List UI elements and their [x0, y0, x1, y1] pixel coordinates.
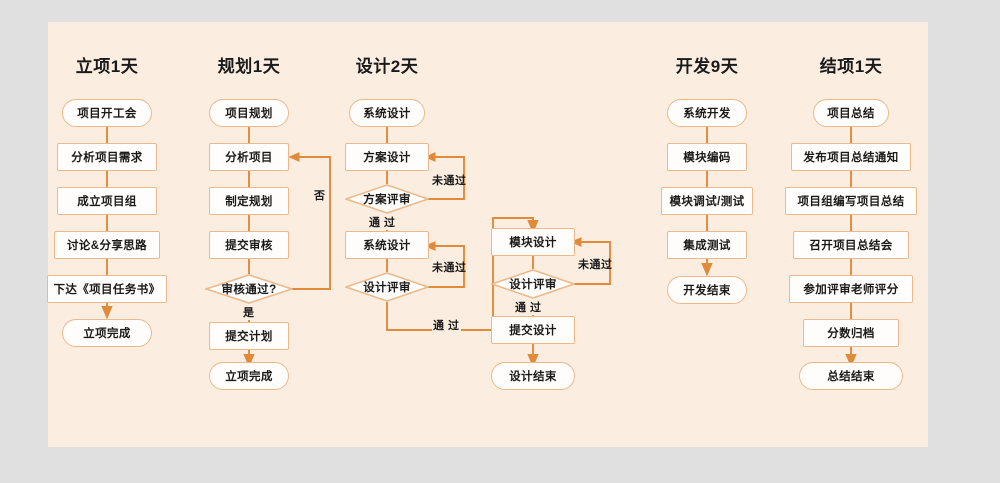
diamond-shape	[205, 274, 293, 304]
diamond-shape	[491, 269, 575, 299]
edge-label-fail-design-left: 未通过	[432, 262, 467, 274]
node-discuss-share-ideas[interactable]: 讨论&分享思路	[54, 231, 160, 259]
node-planning-complete[interactable]: 立项完成	[209, 362, 289, 390]
node-summary-end[interactable]: 总结结束	[799, 362, 903, 390]
node-project-planning[interactable]: 项目规划	[209, 99, 289, 127]
node-team-write-summary[interactable]: 项目组编写项目总结	[785, 187, 917, 215]
node-module-coding[interactable]: 模块编码	[667, 143, 747, 171]
node-integration-test[interactable]: 集成测试	[667, 231, 747, 259]
column-title-development: 开发9天	[675, 57, 739, 76]
diamond-shape	[345, 184, 429, 214]
column-title-initiation: 立项1天	[75, 57, 139, 76]
node-analyze-requirements[interactable]: 分析项目需求	[57, 143, 157, 171]
decision-label: 审核通过?	[221, 284, 277, 296]
node-hold-summary-meeting[interactable]: 召开项目总结会	[793, 231, 909, 259]
node-initiation-complete[interactable]: 立项完成	[62, 319, 152, 347]
decision-label: 方案评审	[363, 194, 411, 206]
node-module-design[interactable]: 模块设计	[491, 228, 575, 256]
decision-review-passed[interactable]: 审核通过?	[205, 274, 293, 304]
node-project-kickoff[interactable]: 项目开工会	[62, 99, 152, 127]
node-score-archiving[interactable]: 分数归档	[803, 319, 899, 347]
edge-label-fail-scheme: 未通过	[432, 175, 467, 187]
node-module-debug-test[interactable]: 模块调试/测试	[661, 187, 753, 215]
column-title-closing: 结项1天	[819, 57, 883, 76]
node-system-design[interactable]: 系统设计	[345, 231, 429, 259]
node-development-end[interactable]: 开发结束	[667, 276, 747, 304]
node-submit-review[interactable]: 提交审核	[209, 231, 289, 259]
decision-design-review-right[interactable]: 设计评审	[491, 269, 575, 299]
node-teacher-scoring[interactable]: 参加评审老师评分	[789, 275, 913, 303]
flowchart-panel	[48, 22, 928, 447]
node-system-development[interactable]: 系统开发	[667, 99, 747, 127]
decision-label: 设计评审	[509, 279, 557, 291]
column-title-design: 设计2天	[355, 57, 419, 76]
diamond-shape	[345, 272, 429, 302]
edge-label-no: 否	[314, 190, 326, 202]
decision-design-review-left[interactable]: 设计评审	[345, 272, 429, 302]
node-form-project-team[interactable]: 成立项目组	[57, 187, 157, 215]
node-submit-design[interactable]: 提交设计	[491, 316, 575, 344]
node-make-plan[interactable]: 制定规划	[209, 187, 289, 215]
node-system-design-start[interactable]: 系统设计	[349, 99, 425, 127]
node-issue-task-document[interactable]: 下达《项目任务书》	[47, 275, 167, 303]
node-submit-plan[interactable]: 提交计划	[209, 322, 289, 350]
node-design-end[interactable]: 设计结束	[491, 362, 575, 390]
edge-label-pass-design-left: 通 过	[432, 317, 461, 333]
decision-label: 设计评审	[363, 282, 411, 294]
decision-scheme-review[interactable]: 方案评审	[345, 184, 429, 214]
node-publish-summary-notice[interactable]: 发布项目总结通知	[791, 143, 911, 171]
edge-label-yes: 是	[242, 304, 256, 320]
node-analyze-project[interactable]: 分析项目	[209, 143, 289, 171]
node-scheme-design[interactable]: 方案设计	[345, 143, 429, 171]
edge-label-pass-module: 通 过	[514, 299, 543, 315]
column-title-planning: 规划1天	[217, 57, 281, 76]
node-project-summary[interactable]: 项目总结	[813, 99, 889, 127]
edge-label-pass-scheme: 通 过	[368, 214, 397, 230]
edge-label-fail-module: 未通过	[578, 259, 613, 271]
